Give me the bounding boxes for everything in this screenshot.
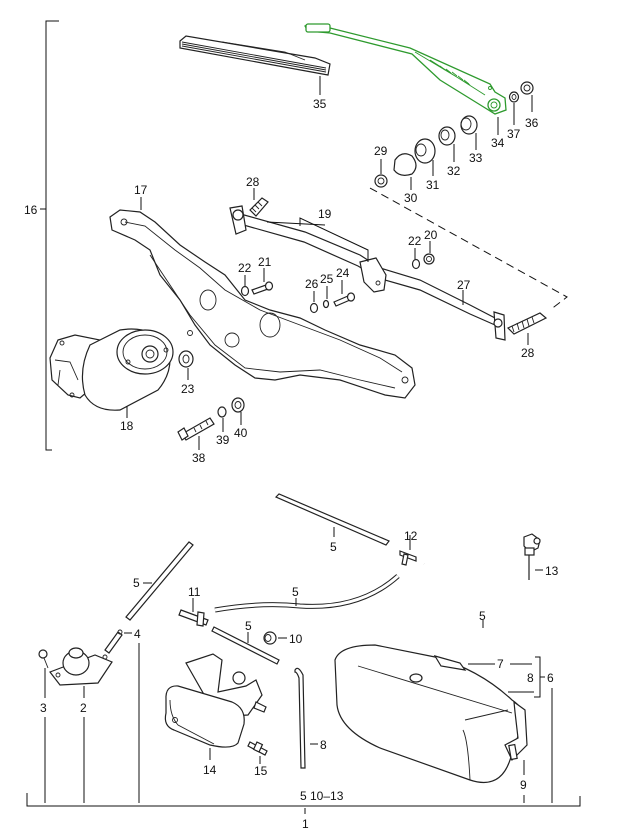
wiper-linkage[interactable]: 19 27 <box>229 205 506 341</box>
nut-36[interactable]: 36 <box>520 81 539 130</box>
callout-20: 20 <box>424 228 438 242</box>
callout-21: 21 <box>258 255 272 269</box>
callout-26: 26 <box>305 277 319 291</box>
bushing-23[interactable]: 23 <box>178 350 195 396</box>
callout-28-right: 28 <box>521 346 535 360</box>
assembly-bracket-1: 5 10–13 1 <box>26 789 581 830</box>
washer-reservoir[interactable] <box>334 644 525 784</box>
callout-9: 9 <box>520 778 527 792</box>
screw-3[interactable]: 3 <box>38 649 49 803</box>
callout-14: 14 <box>203 763 217 777</box>
bushing-32[interactable]: 32 <box>438 126 461 178</box>
grommet-31[interactable]: 31 <box>414 138 440 192</box>
callout-8-pipe: 8 <box>320 738 327 752</box>
washer-39[interactable]: 39 <box>216 406 230 447</box>
callout-2: 2 <box>80 701 87 715</box>
grommet-30[interactable]: 30 <box>393 153 418 205</box>
washer-22-right[interactable]: 22 <box>408 234 422 270</box>
spindle-28-top[interactable]: 28 <box>246 175 269 217</box>
callout-37: 37 <box>507 127 521 141</box>
hose-5-right[interactable]: 5 <box>422 562 530 638</box>
callout-12: 12 <box>404 529 418 543</box>
pipe-8-vertical[interactable]: 8 <box>294 667 327 769</box>
mounting-frame[interactable]: 17 <box>109 183 416 399</box>
washer-nozzle-13[interactable]: 13 <box>523 533 559 580</box>
washer-pump-2[interactable]: 2 <box>49 647 113 803</box>
group-bracket-16: 16 <box>24 20 59 451</box>
hose-fitting-4[interactable]: 4 <box>104 627 141 803</box>
callout-7: 7 <box>497 657 504 671</box>
callout-25: 25 <box>320 272 334 286</box>
callout-5-short: 5 <box>245 619 252 633</box>
callout-18: 18 <box>120 419 134 433</box>
washer-26[interactable]: 26 <box>305 277 319 314</box>
callout-32: 32 <box>447 164 461 178</box>
bolt-38[interactable]: 38 <box>177 417 215 465</box>
callout-23: 23 <box>181 382 195 396</box>
callout-28-top: 28 <box>246 175 260 189</box>
callout-5-right: 5 <box>479 609 486 623</box>
washer-motor-14[interactable]: 14 <box>164 653 267 777</box>
callout-38: 38 <box>192 451 206 465</box>
callout-1: 1 <box>302 817 309 830</box>
callout-6: 6 <box>547 671 554 685</box>
callout-24: 24 <box>336 266 350 280</box>
washer-25[interactable]: 25 <box>320 272 334 309</box>
bracket-8-6: 8 6 <box>508 656 554 803</box>
callout-11: 11 <box>188 585 201 599</box>
callout-16: 16 <box>24 203 38 217</box>
screw-21[interactable]: 21 <box>251 255 274 295</box>
washer-22-left[interactable]: 22 <box>238 261 252 297</box>
hose-5-top[interactable]: 5 <box>274 493 390 554</box>
callout-30: 30 <box>404 191 418 205</box>
callout-31: 31 <box>426 178 440 192</box>
callout-27: 27 <box>457 278 471 292</box>
wiper-blade[interactable]: 35 <box>179 35 331 111</box>
spindle-28-right[interactable]: 28 <box>506 312 548 360</box>
callout-35: 35 <box>313 97 327 111</box>
bushing-33[interactable]: 33 <box>460 115 483 165</box>
assembly-axis-line <box>369 187 568 311</box>
wiper-arm[interactable]: 34 <box>304 23 507 150</box>
callout-39: 39 <box>216 433 230 447</box>
callout-3: 3 <box>40 701 47 715</box>
hose-5-middle[interactable]: 5 <box>214 574 400 613</box>
grommet-10[interactable]: 10 <box>263 631 303 646</box>
nut-29[interactable]: 29 <box>374 144 388 188</box>
callout-13: 13 <box>545 564 559 578</box>
callout-22-right: 22 <box>408 234 422 248</box>
connector-11[interactable]: 11 <box>178 585 209 627</box>
washer-37[interactable]: 37 <box>507 91 521 141</box>
callout-40: 40 <box>234 426 248 440</box>
callout-17: 17 <box>134 183 148 197</box>
callout-19: 19 <box>318 207 332 221</box>
callout-34: 34 <box>491 136 505 150</box>
retaining-strap-9[interactable]: 9 <box>504 700 528 803</box>
callout-33: 33 <box>469 151 483 165</box>
callout-5-10-13: 5 10–13 <box>300 789 344 803</box>
callout-29: 29 <box>374 144 388 158</box>
wiper-motor[interactable]: 18 <box>49 328 174 433</box>
callout-4: 4 <box>134 627 141 641</box>
callout-36: 36 <box>525 116 539 130</box>
screw-24[interactable]: 24 <box>333 266 356 307</box>
callout-15: 15 <box>254 764 268 778</box>
callout-10: 10 <box>289 632 303 646</box>
callout-5-middle: 5 <box>292 585 299 599</box>
bushing-40[interactable]: 40 <box>231 397 248 440</box>
callout-8-group: 8 <box>527 671 534 685</box>
callout-22-left: 22 <box>238 261 252 275</box>
callout-5-top: 5 <box>330 540 337 554</box>
callout-5-left: 5 <box>133 576 140 590</box>
nut-20[interactable]: 20 <box>423 228 438 265</box>
connector-15[interactable]: 15 <box>247 741 268 778</box>
reservoir-cap-7[interactable]: 7 <box>433 655 532 671</box>
t-connector-12[interactable]: 12 <box>399 529 418 566</box>
hose-5-short[interactable]: 5 <box>211 619 280 665</box>
hose-5-left[interactable]: 5 <box>125 541 194 621</box>
